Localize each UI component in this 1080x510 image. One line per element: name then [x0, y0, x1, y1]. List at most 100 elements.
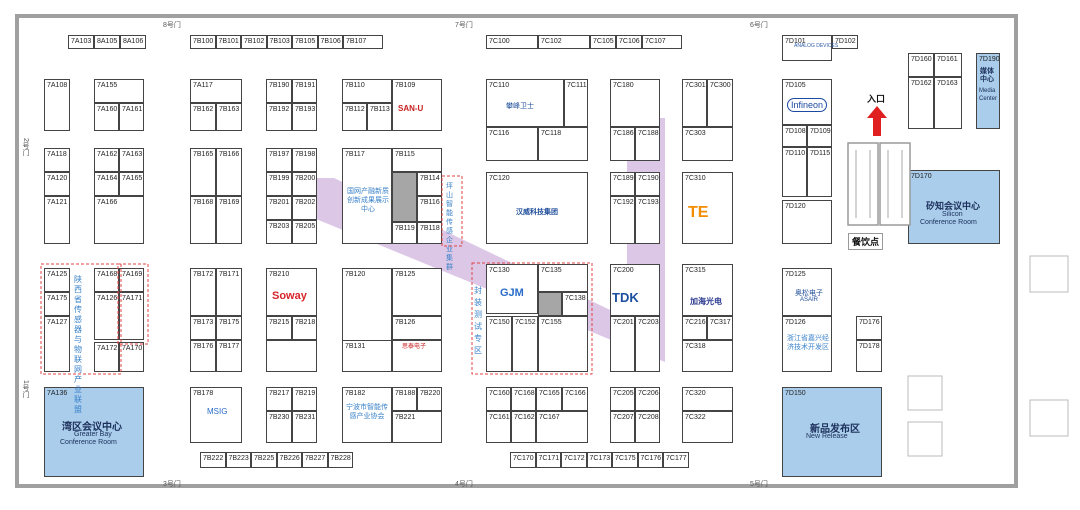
booth-7b219[interactable]: 7B219 [292, 387, 317, 411]
booth-7d108[interactable]: 7D108 [782, 125, 807, 147]
booth-7b225[interactable]: 7B225 [251, 452, 277, 468]
booth-7a166[interactable]: 7A166 [94, 196, 144, 244]
booth-7b201[interactable]: 7B201 [266, 196, 292, 220]
booth-7c161[interactable]: 7C161 [486, 411, 511, 443]
booth-7b107[interactable]: 7B107 [343, 35, 383, 49]
booth-7b117[interactable]: 7B117 [342, 148, 392, 244]
booth-7c110[interactable]: 7C110 [486, 79, 564, 127]
booth-7d190[interactable]: 7D190 [976, 53, 1000, 129]
booth-7b131[interactable]: 7B131 [342, 340, 392, 372]
booth-7c118[interactable]: 7C118 [538, 127, 588, 161]
booth-7a161[interactable]: 7A161 [119, 103, 144, 131]
booth-7c177[interactable]: 7C177 [663, 452, 689, 468]
booth-7b198[interactable]: 7B198 [292, 148, 317, 172]
booth-7c152[interactable]: 7C152 [512, 316, 538, 372]
booth-7c138[interactable]: 7C138 [562, 292, 588, 316]
booth-7c186[interactable]: 7C186 [610, 127, 635, 161]
booth-7b168[interactable]: 7B168 [190, 196, 216, 244]
booth-7b193[interactable]: 7B193 [292, 103, 317, 131]
booth-7c192[interactable]: 7C192 [610, 196, 635, 244]
booth-7a108[interactable]: 7A108 [44, 79, 70, 131]
booth-7b175[interactable]: 7B175 [216, 316, 242, 340]
booth-7c166[interactable]: 7C166 [562, 387, 588, 411]
booth-7c203[interactable]: 7C203 [635, 316, 660, 372]
booth-7b197[interactable]: 7B197 [266, 148, 292, 172]
booth-7c100[interactable]: 7C100 [486, 35, 538, 49]
booth-7a160[interactable]: 7A160 [94, 103, 119, 131]
booth-7b192[interactable]: 7B192 [266, 103, 292, 131]
booth-7d120[interactable]: 7D120 [782, 200, 832, 244]
booth-7b113[interactable]: 7B113 [367, 103, 392, 131]
booth-7b173[interactable]: 7B173 [190, 316, 216, 340]
booth-7c303[interactable]: 7C303 [682, 127, 733, 161]
booth-7b126[interactable]: 7B126 [392, 316, 442, 340]
booth-7d176[interactable]: 7D176 [856, 316, 882, 340]
booth-7b116[interactable]: 7B116 [417, 196, 442, 222]
booth-7b228[interactable]: 7B228 [327, 452, 353, 468]
booth-7a126[interactable]: 7A126 [94, 292, 119, 340]
booth-7c317[interactable]: 7C317 [707, 316, 733, 340]
booth-7c155[interactable]: 7C155 [538, 316, 588, 372]
booth-7a162[interactable]: 7A162 [94, 148, 119, 172]
booth-7c168[interactable]: 7C168 [511, 387, 536, 411]
booth-7c189[interactable]: 7C189 [610, 172, 635, 196]
booth-7b222[interactable]: 7B222 [200, 452, 226, 468]
booth-7a168[interactable]: 7A168 [94, 268, 119, 292]
booth-7a169[interactable]: 7A169 [119, 268, 144, 292]
booth-7b217[interactable]: 7B217 [266, 387, 292, 411]
booth-7b171[interactable]: 7B171 [216, 268, 242, 316]
booth-7d162[interactable]: 7D162 [908, 77, 934, 129]
booth-7a127[interactable]: 7A127 [44, 316, 70, 372]
booth-7c105[interactable]: 7C105 [590, 35, 616, 49]
booth-7c180[interactable]: 7C180 [610, 79, 660, 127]
booth-7c322[interactable]: 7C322 [682, 411, 733, 443]
booth-7b115[interactable]: 7B115 [392, 148, 442, 172]
booth-7b105[interactable]: 7B105 [292, 35, 318, 49]
booth-7c300[interactable]: 7C300 [707, 79, 733, 127]
booth-7c207[interactable]: 7C207 [610, 411, 635, 443]
booth-7c150[interactable]: 7C150 [486, 316, 512, 372]
booth-7a121[interactable]: 7A121 [44, 196, 70, 244]
booth-7c190[interactable]: 7C190 [635, 172, 660, 196]
booth-7d101[interactable]: 7D101 [782, 35, 832, 61]
booth-7c315[interactable]: 7C315 [682, 264, 733, 316]
booth-7d161[interactable]: 7D161 [934, 53, 962, 77]
booth-7a175[interactable]: 7A175 [44, 292, 70, 316]
booth-7b125[interactable]: 7B125 [392, 268, 442, 316]
booth-7c120[interactable]: 7C120 [486, 172, 588, 244]
booth-7c320[interactable]: 7C320 [682, 387, 733, 411]
booth-7b230[interactable]: 7B230 [266, 411, 292, 443]
booth-7a125[interactable]: 7A125 [44, 268, 70, 292]
booth-7b220[interactable]: 7B220 [417, 387, 442, 411]
booth-7a164[interactable]: 7A164 [94, 172, 119, 196]
booth-7c160[interactable]: 7C160 [486, 387, 511, 411]
booth-7d126[interactable]: 7D126 [782, 316, 832, 372]
booth-7c193[interactable]: 7C193 [635, 196, 660, 244]
booth-7a171[interactable]: 7A171 [119, 292, 144, 340]
booth-7b163[interactable]: 7B163 [216, 103, 242, 131]
booth-7c205[interactable]: 7C205 [610, 387, 635, 411]
booth-7c162[interactable]: 7C162 [511, 411, 536, 443]
booth-7c310[interactable]: 7C310 [682, 172, 733, 244]
booth-7c102[interactable]: 7C102 [538, 35, 590, 49]
booth-7d102[interactable]: 7D102 [832, 35, 858, 49]
booth-7c216[interactable]: 7C216 [682, 316, 707, 340]
booth-7c176[interactable]: 7C176 [637, 452, 663, 468]
booth-7b169[interactable]: 7B169 [216, 196, 242, 244]
booth-7c135[interactable]: 7C135 [538, 264, 588, 292]
booth-7c301[interactable]: 7C301 [682, 79, 707, 127]
booth-7a118[interactable]: 7A118 [44, 148, 70, 172]
booth-7d150[interactable]: 7D150 [782, 387, 882, 477]
booth-7a165[interactable]: 7A165 [119, 172, 144, 196]
booth-7c116[interactable]: 7C116 [486, 127, 538, 161]
booth-7b199[interactable]: 7B199 [266, 172, 292, 196]
booth-7c107[interactable]: 7C107 [642, 35, 682, 49]
booth-7c201[interactable]: 7C201 [610, 316, 635, 372]
booth-7c106[interactable]: 7C106 [616, 35, 642, 49]
booth-7c111[interactable]: 7C111 [564, 79, 588, 127]
booth-7d178[interactable]: 7D178 [856, 340, 882, 372]
booth-7b210lower[interactable] [266, 340, 317, 372]
booth-7c167[interactable]: 7C167 [536, 411, 588, 443]
booth-7d115[interactable]: 7D115 [807, 147, 832, 197]
booth-7b218[interactable]: 7B218 [292, 316, 317, 340]
